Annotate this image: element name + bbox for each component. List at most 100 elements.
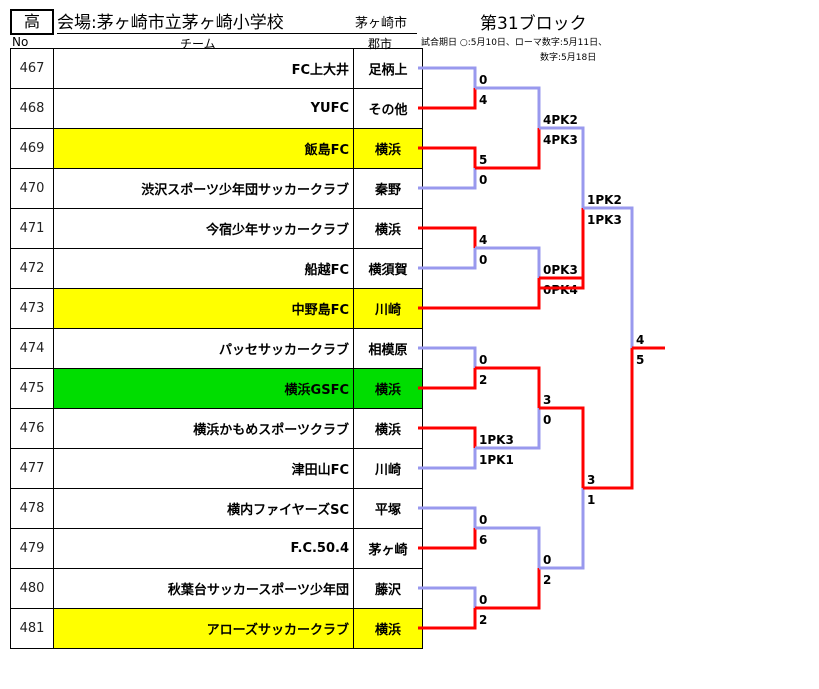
bracket-line — [539, 126, 585, 208]
score-label: 2 — [479, 613, 487, 627]
score-label: 4PK2 — [543, 113, 578, 127]
bracket-line-winner — [418, 146, 477, 168]
bracket-line — [583, 206, 634, 348]
bracket-line-winner — [539, 208, 585, 290]
score-label: 0 — [479, 593, 487, 607]
bracket-line-winner — [418, 608, 477, 630]
team-city: 平塚 — [353, 488, 423, 529]
team-city: 足柄上 — [353, 48, 423, 89]
score-label: 1PK3 — [479, 433, 514, 447]
team-no: 479 — [10, 528, 54, 569]
score-label: 3 — [587, 473, 595, 487]
bracket-line-winner — [418, 226, 477, 248]
team-no: 481 — [10, 608, 54, 649]
team-city: 横浜 — [353, 408, 423, 449]
score-label: 4 — [479, 233, 487, 247]
team-name: 津田山FC — [53, 448, 354, 489]
team-city: 秦野 — [353, 168, 423, 209]
bracket-line — [475, 526, 541, 568]
team-city: 横浜 — [353, 368, 423, 409]
team-name: 横内ファイヤーズSC — [53, 488, 354, 529]
team-name: 飯島FC — [53, 128, 354, 169]
team-name: パッセサッカークラブ — [53, 328, 354, 369]
col-no-header: No — [12, 35, 29, 49]
bracket-line-winner — [583, 348, 634, 490]
score-label: 1PK3 — [587, 213, 622, 227]
team-name: 渋沢スポーツ少年団サッカークラブ — [53, 168, 354, 209]
bracket-line-winner — [475, 128, 541, 170]
score-label: 1PK2 — [587, 193, 622, 207]
score-label: 0 — [479, 353, 487, 367]
team-no: 476 — [10, 408, 54, 449]
bracket-line — [418, 66, 477, 88]
team-name: 今宿少年サッカークラブ — [53, 208, 354, 249]
bracket-line-winner — [418, 278, 541, 310]
score-label: 1PK1 — [479, 453, 514, 467]
bracket-line — [475, 86, 541, 128]
team-city: 川崎 — [353, 288, 423, 329]
score-label: 4PK3 — [543, 133, 578, 147]
score-label: 5 — [636, 353, 644, 367]
team-no: 477 — [10, 448, 54, 489]
schedule-notes: 試合期日 ○:5月10日、ローマ数字:5月11日、 — [421, 38, 608, 48]
score-label: 0PK3 — [543, 263, 578, 277]
bracket-line-winner — [418, 426, 477, 448]
bracket-line-winner — [475, 366, 541, 408]
team-no: 480 — [10, 568, 54, 609]
bracket-line — [475, 246, 541, 278]
score-label: 2 — [543, 573, 551, 587]
team-no: 478 — [10, 488, 54, 529]
team-city: 藤沢 — [353, 568, 423, 609]
score-label: 0 — [543, 553, 551, 567]
team-name: アローズサッカークラブ — [53, 608, 354, 649]
score-label: 4 — [636, 333, 644, 347]
score-label: 0 — [479, 253, 487, 267]
bracket-line — [418, 506, 477, 528]
team-city: 横浜 — [353, 608, 423, 649]
block-title: 第31ブロック — [480, 14, 587, 34]
bracket-line — [475, 408, 541, 450]
team-no: 472 — [10, 248, 54, 289]
bracket-line-winner — [418, 88, 477, 110]
col-city-header: 郡市 — [368, 37, 393, 51]
team-no: 471 — [10, 208, 54, 249]
bracket-line — [418, 448, 477, 470]
score-label: 6 — [479, 533, 487, 547]
team-city: 横浜 — [353, 128, 423, 169]
bracket-line — [418, 346, 477, 368]
schedule-notes-2: 数字:5月18日 — [540, 53, 597, 63]
score-label: 1 — [587, 493, 595, 507]
bracket-line — [418, 586, 477, 608]
bracket-line — [418, 168, 477, 190]
team-name: 船越FC — [53, 248, 354, 289]
score-label: 0 — [479, 173, 487, 187]
bracket-line-winner — [418, 528, 477, 550]
team-city: 相模原 — [353, 328, 423, 369]
team-name: FC上大井 — [53, 48, 354, 89]
score-label: 0PK4 — [543, 283, 578, 297]
col-team-header: チーム — [180, 37, 216, 51]
score-label: 0 — [479, 513, 487, 527]
grade-badge: 高 — [10, 9, 54, 35]
team-name: F.C.50.4 — [53, 528, 354, 569]
team-no: 473 — [10, 288, 54, 329]
score-label: 3 — [543, 393, 551, 407]
bracket-line — [539, 488, 585, 570]
score-label: 0 — [543, 413, 551, 427]
team-no: 468 — [10, 88, 54, 129]
venue-title: 会場:茅ヶ崎市立茅ヶ崎小学校 — [57, 8, 417, 34]
score-label: 2 — [479, 373, 487, 387]
bracket-line-winner — [539, 406, 585, 488]
